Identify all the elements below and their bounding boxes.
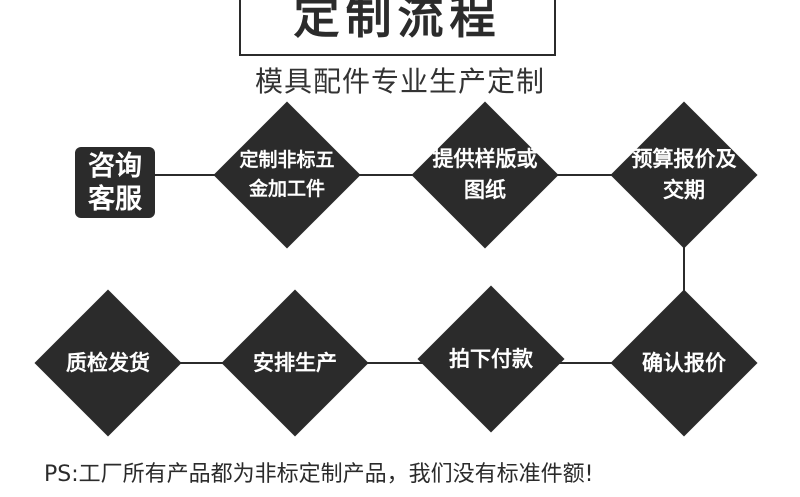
step-inspection-shipping: 质检发货 <box>34 289 182 437</box>
step-label: 安排生产 <box>253 350 337 375</box>
step-label: 质检发货 <box>66 350 150 375</box>
footnote: PS:工厂所有产品都为非标定制产品，我们没有标准件额! <box>44 462 594 487</box>
step-label: 提供样版或图纸 <box>432 147 538 202</box>
step-custom-parts: 定制非标五金加工件 <box>213 101 361 249</box>
step-label: 定制非标五金加工件 <box>239 149 335 200</box>
page-subtitle: 模具配件专业生产定制 <box>254 65 545 98</box>
consult-service-label: 咨询客服 <box>88 150 142 215</box>
step-confirm-quote: 确认报价 <box>610 289 758 437</box>
step-payment: 拍下付款 <box>417 285 565 433</box>
step-provide-sample: 提供样版或图纸 <box>411 101 559 249</box>
step-label: 确认报价 <box>642 350 726 375</box>
page-title: 定制流程 <box>293 0 502 44</box>
connector-row2 <box>108 362 686 364</box>
step-label: 拍下付款 <box>449 346 533 371</box>
step-production: 安排生产 <box>221 289 369 437</box>
step-quote-delivery: 预算报价及交期 <box>610 101 758 249</box>
title-box: 定制流程 <box>239 0 556 56</box>
connector-vertical <box>683 230 685 300</box>
step-label: 预算报价及交期 <box>631 147 737 202</box>
consult-service-box: 咨询客服 <box>75 147 155 218</box>
